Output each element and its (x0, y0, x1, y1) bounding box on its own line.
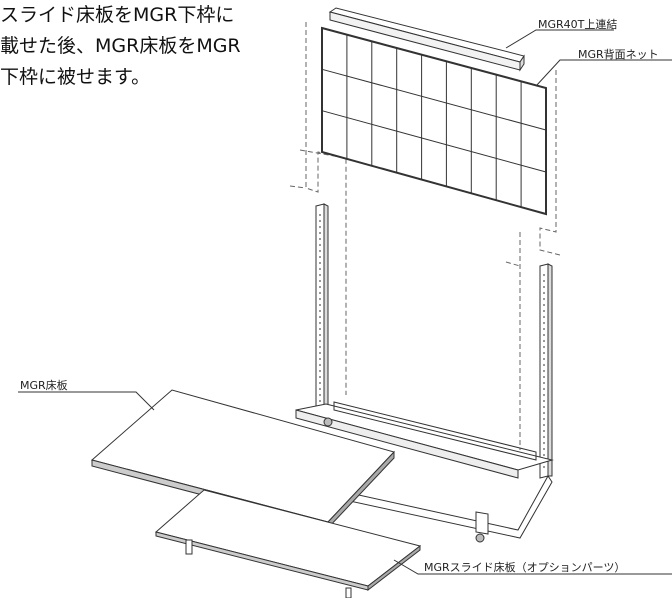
instruction-line-2: 載せた後、MGR床板をMGR (0, 35, 241, 57)
leader-lines (18, 29, 672, 575)
label-back-net: MGR背面ネット (578, 48, 659, 61)
assembly-guide-lines (289, 22, 561, 450)
instruction-line-3: 下枠に被せます。 (0, 66, 151, 88)
left-upright-part (315, 203, 329, 415)
label-slide-floor-board: MGRスライド床板（オプションパーツ） (424, 561, 626, 574)
top-connector-part (328, 7, 525, 72)
label-top-connector: MGR40T上連結 (538, 18, 618, 31)
slide-floor-board-part (154, 489, 422, 598)
instruction-text: スライド床板をMGR下枠に 載せた後、MGR床板をMGR 下枠に被せます。 (0, 0, 241, 93)
instruction-line-1: スライド床板をMGR下枠に (0, 4, 235, 26)
back-net-part (321, 26, 547, 216)
label-floor-board: MGR床板 (20, 379, 68, 392)
right-upright-part (539, 263, 553, 479)
